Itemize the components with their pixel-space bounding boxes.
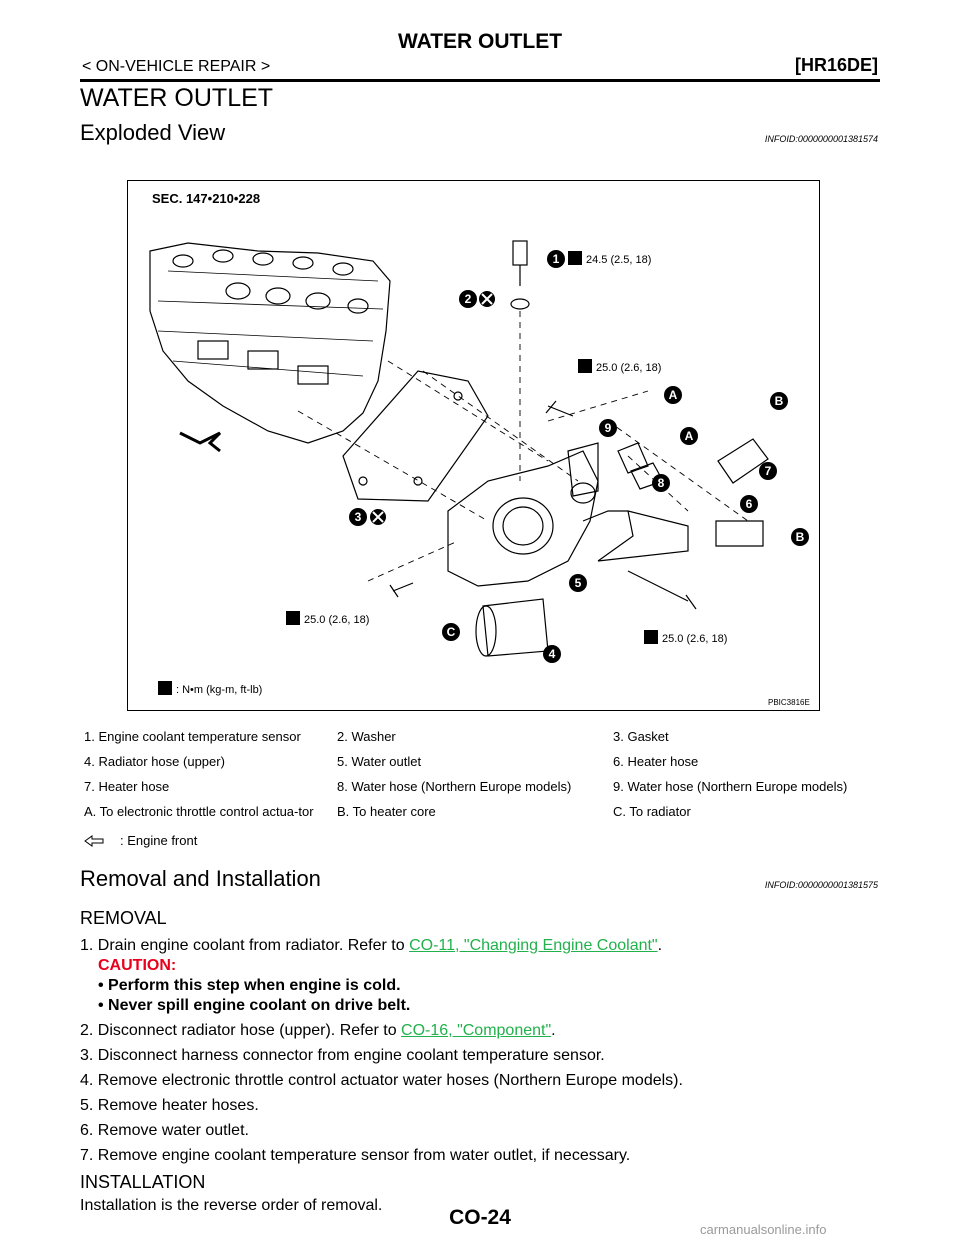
torque-bolt-right: 25.0 (2.6, 18) <box>662 633 727 645</box>
svg-text:6: 6 <box>746 497 753 511</box>
step-3: 3. Disconnect harness connector from eng… <box>80 1047 605 1064</box>
step-4: 4. Remove electronic throttle control ac… <box>80 1072 683 1089</box>
header-section: < ON-VEHICLE REPAIR > <box>82 58 271 75</box>
legend-item: 8. Water hose (Northern Europe models) <box>337 779 572 794</box>
removal-installation-infoid: INFOID:0000000001381575 <box>764 880 878 890</box>
page-number: CO-24 <box>449 1206 511 1229</box>
svg-text:4: 4 <box>549 647 556 661</box>
step-1-link[interactable]: CO-11, "Changing Engine Coolant" <box>409 937 658 954</box>
table-row: A. To electronic throttle control actua-… <box>80 803 880 828</box>
header-title: WATER OUTLET <box>397 30 563 53</box>
legend-item: 9. Water hose (Northern Europe models) <box>613 779 848 794</box>
legend-item: 1. Engine coolant temperature sensor <box>84 729 301 744</box>
caution-item: • Perform this step when engine is cold. <box>98 977 401 994</box>
table-row: 7. Heater hose 8. Water hose (Northern E… <box>80 778 880 803</box>
caution-label: CAUTION: <box>98 957 177 974</box>
svg-text:5: 5 <box>575 576 582 590</box>
caution-item: • Never spill engine coolant on drive be… <box>98 997 411 1014</box>
step-5: 5. Remove heater hoses. <box>80 1097 259 1114</box>
step-2-end: . <box>551 1022 556 1039</box>
page-title: WATER OUTLET <box>80 84 274 112</box>
torque-sensor: 24.5 (2.5, 18) <box>586 254 651 266</box>
svg-text:9: 9 <box>605 421 612 435</box>
watermark: carmanualsonline.info <box>700 1222 827 1237</box>
torque-unit-legend: : N•m (kg-m, ft-lb) <box>176 684 262 696</box>
legend-item: 3. Gasket <box>613 729 669 744</box>
engine-front-arrow-icon <box>84 835 104 847</box>
table-row: 1. Engine coolant temperature sensor 2. … <box>80 728 880 753</box>
svg-text:B: B <box>775 394 784 408</box>
legend-item: B. To heater core <box>337 804 436 819</box>
legend-item: 4. Radiator hose (upper) <box>84 754 225 769</box>
step-6: 6. Remove water outlet. <box>80 1122 249 1139</box>
svg-text:1: 1 <box>553 252 560 266</box>
legend-item: C. To radiator <box>613 804 691 819</box>
header-rule <box>80 79 880 82</box>
step-2-link[interactable]: CO-16, "Component" <box>401 1022 552 1039</box>
step-1: 1. Drain engine coolant from radiator. R… <box>80 936 662 956</box>
legend-item: A. To electronic throttle control actua-… <box>84 804 314 819</box>
engine-front-label: : Engine front <box>120 833 198 848</box>
exploded-view-heading: Exploded View <box>80 120 226 145</box>
installation-heading: INSTALLATION <box>80 1172 206 1192</box>
step-7: 7. Remove engine coolant temperature sen… <box>80 1147 631 1164</box>
table-row: 4. Radiator hose (upper) 5. Water outlet… <box>80 753 880 778</box>
svg-text:8: 8 <box>658 476 665 490</box>
svg-text:C: C <box>447 625 456 639</box>
torque-bolt-top: 25.0 (2.6, 18) <box>596 362 661 374</box>
legend-item: 7. Heater hose <box>84 779 170 794</box>
svg-text:2: 2 <box>465 292 472 306</box>
step-1-text: 1. Drain engine coolant from radiator. R… <box>80 937 410 954</box>
header-engine-code: [HR16DE] <box>794 55 878 75</box>
svg-text:7: 7 <box>765 464 772 478</box>
svg-text:3: 3 <box>355 510 362 524</box>
legend-table: 1. Engine coolant temperature sensor 2. … <box>80 728 880 828</box>
figure-code: PBIC3816E <box>768 698 810 707</box>
figure-sec-label: SEC. 147•210•228 <box>152 191 260 206</box>
removal-heading: REMOVAL <box>80 908 167 928</box>
exploded-view-figure: 1 2 3 4 5 6 7 8 9 A A B B C SEC. 147•210•228 24.5… <box>127 180 820 711</box>
svg-text:A: A <box>685 429 694 443</box>
svg-text:B: B <box>796 530 805 544</box>
exploded-view-drawing: 1 2 3 4 5 6 7 8 9 A A B B C SEC. 147•210•228 24.5… <box>149 191 810 707</box>
exploded-view-infoid: INFOID:0000000001381574 <box>764 134 878 144</box>
step-2: 2. Disconnect radiator hose (upper). Ref… <box>80 1021 556 1041</box>
legend-item: 6. Heater hose <box>613 754 699 769</box>
legend-item: 2. Washer <box>337 729 396 744</box>
svg-text:A: A <box>669 388 678 402</box>
installation-text: Installation is the reverse order of rem… <box>80 1197 383 1214</box>
torque-bolt-left: 25.0 (2.6, 18) <box>304 614 369 626</box>
removal-installation-heading: Removal and Installation <box>80 866 321 891</box>
step-2-text: 2. Disconnect radiator hose (upper). Ref… <box>80 1022 402 1039</box>
legend-item: 5. Water outlet <box>337 754 422 769</box>
step-1-end: . <box>657 937 663 954</box>
